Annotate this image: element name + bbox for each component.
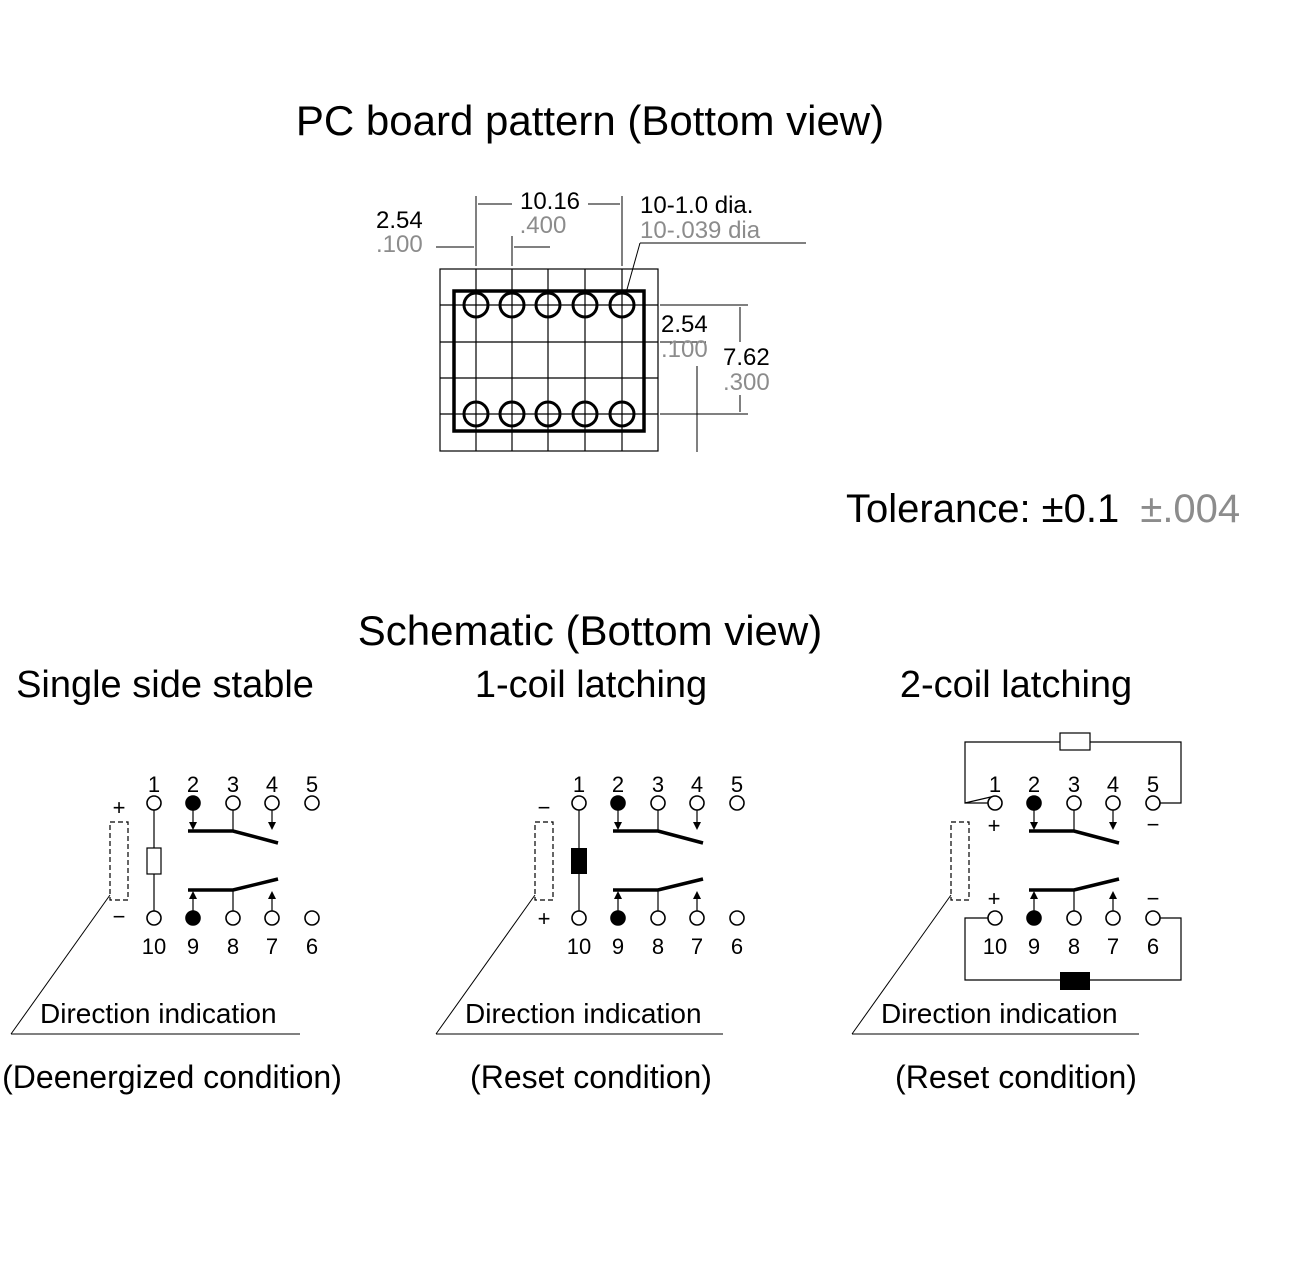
svg-text:10: 10 (142, 934, 166, 959)
svg-text:−: − (1147, 812, 1160, 837)
svg-text:4: 4 (266, 772, 278, 797)
pcb-hole-callout: 10-1.0 dia. 10-.039 dia (625, 192, 806, 294)
svg-text:9: 9 (612, 934, 624, 959)
panel-2-coil-latching: 2-coil latching 1 2 3 4 5 10 9 8 7 6 (851, 664, 1182, 1095)
svg-text:−: − (113, 904, 126, 929)
bottom-pin-numbers: 10 9 8 7 6 (567, 934, 743, 959)
svg-text:2: 2 (612, 772, 624, 797)
span-mm-label: 10.16 (520, 188, 580, 215)
pins (571, 795, 745, 926)
condition-label: (Reset condition) (470, 1059, 712, 1095)
tolerance-label: Tolerance: ±0.1 (846, 487, 1119, 531)
svg-text:Tolerance: ±0.1 ±.004: Tolerance: ±0.1 ±.004 (846, 487, 1240, 531)
svg-text:2: 2 (1028, 772, 1040, 797)
schematic-title: Schematic (Bottom view) (358, 607, 822, 654)
panel-title: 1-coil latching (475, 664, 707, 706)
pcb-grid (439, 268, 659, 452)
span-in-label: .400 (520, 212, 567, 239)
svg-text:+: + (988, 886, 1001, 911)
pitch-mm-label: 2.54 (376, 207, 423, 234)
direction-label: Direction indication (40, 998, 277, 1029)
svg-text:5: 5 (1147, 772, 1159, 797)
svg-text:9: 9 (187, 934, 199, 959)
svg-text:−: − (1147, 886, 1160, 911)
svg-text:+: + (113, 795, 126, 820)
svg-text:+: + (538, 906, 551, 931)
panel-title: Single side stable (16, 664, 314, 706)
pcb-title: PC board pattern (Bottom view) (296, 97, 884, 144)
bottom-pin-numbers: 10 9 8 7 6 (142, 934, 318, 959)
condition-label: (Deenergized condition) (2, 1059, 342, 1095)
svg-text:6: 6 (731, 934, 743, 959)
row-pitch-in-label: .100 (661, 336, 708, 363)
coil-symbol (146, 810, 162, 911)
set-coil-loop (964, 732, 1182, 804)
svg-text:10: 10 (983, 934, 1007, 959)
pins (987, 795, 1161, 926)
row-pitch-mm-label: 2.54 (661, 311, 708, 338)
svg-text:3: 3 (227, 772, 239, 797)
contacts (1029, 810, 1120, 911)
svg-text:2: 2 (187, 772, 199, 797)
direction-indicator (950, 821, 970, 901)
reset-coil-loop (964, 917, 1182, 990)
svg-text:7: 7 (1107, 934, 1119, 959)
svg-text:7: 7 (266, 934, 278, 959)
svg-text:1: 1 (989, 772, 1001, 797)
svg-text:1: 1 (148, 772, 160, 797)
pcb-span-dimension: 10.16 .400 2.54 .100 (376, 188, 623, 266)
svg-text:8: 8 (652, 934, 664, 959)
condition-label: (Reset condition) (895, 1059, 1137, 1095)
panel-single-side-stable: Single side stable 1 2 3 4 5 10 9 8 7 6 (2, 664, 342, 1095)
svg-text:+: + (988, 813, 1001, 838)
direction-indicator (109, 821, 129, 901)
svg-text:5: 5 (731, 772, 743, 797)
svg-text:6: 6 (306, 934, 318, 959)
svg-text:3: 3 (652, 772, 664, 797)
top-pin-numbers: 1 2 3 4 5 (148, 772, 318, 797)
pitch-in-label: .100 (376, 231, 423, 258)
svg-text:4: 4 (691, 772, 703, 797)
row-span-mm-label: 7.62 (723, 344, 770, 371)
svg-text:3: 3 (1068, 772, 1080, 797)
coil-symbol (571, 810, 587, 911)
pcb-section: PC board pattern (Bottom view) (296, 97, 884, 452)
tolerance-note: Tolerance: ±0.1 ±.004 (846, 487, 1240, 531)
direction-label: Direction indication (465, 998, 702, 1029)
svg-text:8: 8 (1068, 934, 1080, 959)
svg-text:4: 4 (1107, 772, 1119, 797)
svg-text:7: 7 (691, 934, 703, 959)
hole-in-label: 10-.039 dia (640, 217, 761, 244)
svg-text:9: 9 (1028, 934, 1040, 959)
svg-text:6: 6 (1147, 934, 1159, 959)
svg-text:10: 10 (567, 934, 591, 959)
svg-text:−: − (538, 795, 551, 820)
hole-mm-label: 10-1.0 dia. (640, 192, 753, 219)
svg-text:8: 8 (227, 934, 239, 959)
contacts (613, 810, 704, 911)
top-pin-numbers: 1 2 3 4 5 (573, 772, 743, 797)
pins (146, 795, 320, 926)
panel-1-coil-latching: 1-coil latching 1 2 3 4 5 10 9 8 7 6 (435, 664, 745, 1095)
pcb-row-dimension: 2.54 .100 7.62 .300 (660, 304, 770, 452)
svg-text:5: 5 (306, 772, 318, 797)
direction-label: Direction indication (881, 998, 1118, 1029)
tolerance-inch: ±.004 (1140, 487, 1240, 531)
pcb-holes (462, 291, 636, 428)
svg-text:1: 1 (573, 772, 585, 797)
panel-title: 2-coil latching (900, 664, 1132, 706)
top-pin-numbers: 1 2 3 4 5 (989, 772, 1159, 797)
row-span-in-label: .300 (723, 369, 770, 396)
contacts (188, 810, 279, 911)
direction-indicator (534, 821, 554, 901)
bottom-pin-numbers: 10 9 8 7 6 (983, 934, 1159, 959)
